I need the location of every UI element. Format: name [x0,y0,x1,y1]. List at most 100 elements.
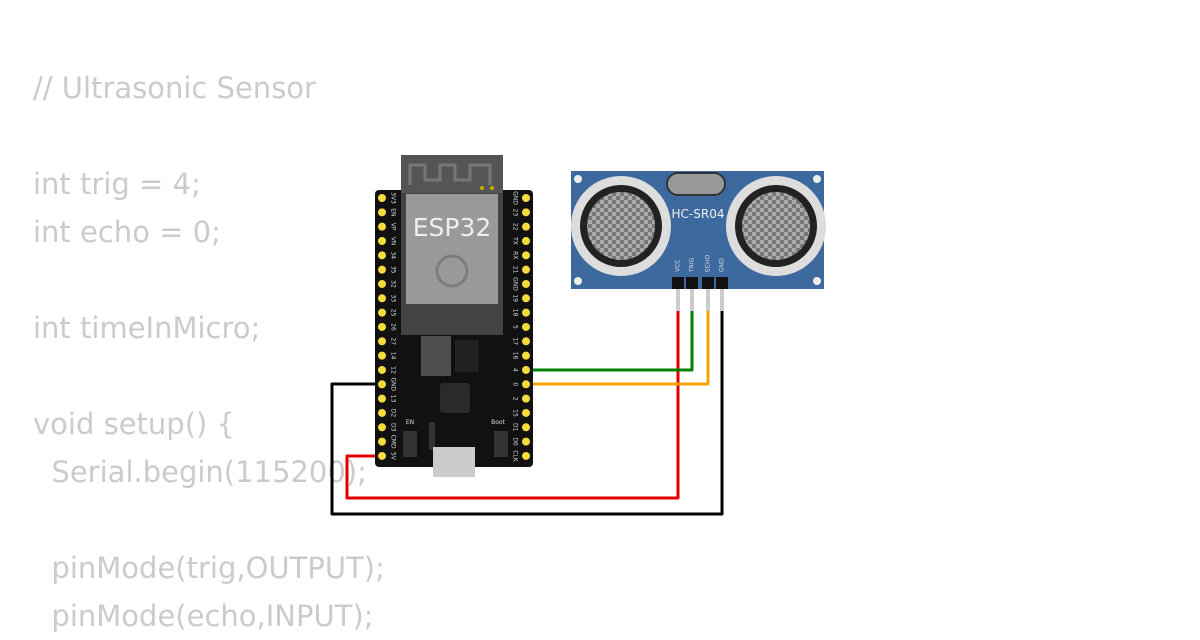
esp32-pin[interactable] [522,265,530,274]
esp32-pin-label: GND [390,377,397,391]
esp32-pin[interactable] [522,294,530,303]
esp32-pin-label: VN [390,237,397,246]
esp32-board[interactable]: ESP32 EN Boot 3V3ENVPVN34353233252627141… [375,155,533,477]
esp32-pin[interactable] [522,351,530,360]
sensor-label: HC-SR04 [672,207,725,221]
esp32-pin[interactable] [522,222,530,231]
esp32-pin-label: 16 [512,352,519,360]
esp32-pin[interactable] [378,236,386,245]
wire-gnd[interactable] [330,290,724,516]
en-label: EN [406,419,414,426]
code-line: void setup() { [33,407,235,441]
code-line: int timeInMicro; [33,311,261,345]
esp32-pin[interactable] [522,208,530,217]
boot-button[interactable] [494,431,508,457]
usb-port [433,447,475,477]
esp32-pin[interactable] [378,322,386,331]
esp32-pin[interactable] [378,208,386,217]
esp32-pin[interactable] [378,351,386,360]
wire-vcc[interactable] [345,290,680,500]
esp32-pin[interactable] [378,408,386,417]
esp32-pin-label: GND [512,191,519,205]
esp32-pin-label: 23 [512,209,519,217]
sensor-pin-label: ECHO [705,255,712,272]
esp32-pin-label: D3 [390,423,397,432]
esp32-label: ESP32 [413,213,492,242]
sensor-pin[interactable] [706,289,710,311]
esp32-pin[interactable] [522,279,530,288]
esp32-pin-label: 15 [512,409,519,417]
esp32-pin[interactable] [378,337,386,346]
code-line: pinMode(echo,INPUT); [33,599,374,633]
esp32-pin[interactable] [522,251,530,260]
esp32-pin-label: 19 [512,294,519,302]
sensor-pin[interactable] [676,289,680,311]
esp32-pin[interactable] [378,194,386,202]
esp32-pin[interactable] [378,380,386,389]
esp32-pin[interactable] [522,380,530,389]
esp32-pin-label: 5 [512,325,519,329]
esp32-pin[interactable] [522,194,530,202]
esp32-pin[interactable] [522,437,530,446]
esp32-pin[interactable] [378,251,386,260]
en-button[interactable] [403,431,417,457]
esp32-pin-label: GND [512,277,519,291]
esp32-pin-label: 25 [390,309,397,317]
esp32-pin[interactable] [378,437,386,446]
esp32-pin-label: 27 [390,337,397,345]
code-editor[interactable]: // Ultrasonic Sensor int trig = 4; int ech… [33,64,385,640]
esp32-pin-label: 33 [390,294,397,302]
esp32-pin[interactable] [378,265,386,274]
esp32-pin[interactable] [522,408,530,417]
esp32-pin[interactable] [378,394,386,403]
code-line: int trig = 4; [33,167,201,201]
esp32-pin-label: 0 [512,382,519,386]
esp32-pin-label: D2 [390,409,397,418]
esp32-pin-label: 3V3 [390,192,397,204]
esp32-pin-label: EN [390,208,397,216]
sensor-pin-label: VCC [675,260,682,272]
esp32-pin-label: 2 [512,397,519,401]
esp32-pin-label: 5V [390,452,397,461]
esp32-pin-label: 35 [390,266,397,274]
wire-trig[interactable] [526,290,694,372]
esp32-pin[interactable] [378,279,386,288]
esp32-pin[interactable] [522,365,530,374]
esp32-pin-label: RX [512,251,519,259]
wire-echo[interactable] [526,290,710,386]
esp32-pin[interactable] [522,337,530,346]
code-line: Serial.begin(115200); [33,455,367,489]
esp32-pin-label: 32 [390,280,397,288]
esp32-pin-label: 17 [512,337,519,345]
esp32-pin[interactable] [522,308,530,317]
sensor-pin[interactable] [720,289,724,311]
esp32-pin-label: 18 [512,309,519,317]
esp32-pin[interactable] [522,394,530,403]
esp32-pin[interactable] [378,308,386,317]
esp32-pin[interactable] [522,451,530,460]
sensor-pin[interactable] [690,289,694,311]
esp32-pin-label: VP [390,223,397,231]
code-line: int echo = 0; [33,215,221,249]
esp32-pin[interactable] [378,222,386,231]
code-line: // Ultrasonic Sensor [33,71,316,105]
esp32-pin[interactable] [378,365,386,374]
esp32-pin[interactable] [378,294,386,303]
esp32-pin[interactable] [378,423,386,432]
sensor-pin-label: TRIG [689,257,696,273]
espressif-logo-icon [435,254,469,288]
esp32-pin[interactable] [522,423,530,432]
esp32-pin-label: CLK [512,450,519,463]
esp32-pin[interactable] [522,236,530,245]
esp32-pin-label: 13 [390,395,397,403]
esp32-pin[interactable] [378,451,386,460]
esp32-pin-label: 26 [390,323,397,331]
esp32-pin-label: 4 [512,368,519,372]
esp32-pin-label: 34 [390,251,397,259]
esp32-pin-label: 14 [390,352,397,360]
esp32-pin-label: TX [512,236,519,245]
esp32-pin[interactable] [522,322,530,331]
code-line: pinMode(trig,OUTPUT); [33,551,385,585]
